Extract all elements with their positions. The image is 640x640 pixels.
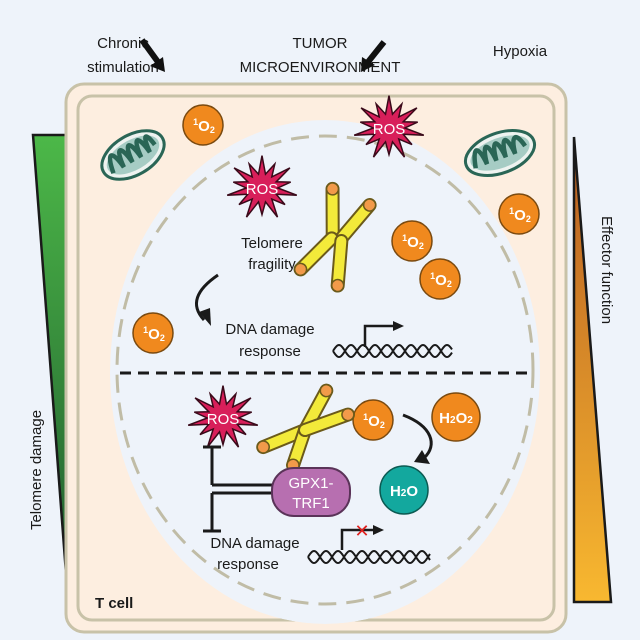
blocked-x-icon: ✕ (354, 521, 369, 542)
h2o-o: O (406, 483, 418, 500)
chromosome-icon (256, 383, 355, 473)
h2o-molecule: H2O (379, 465, 429, 515)
ros-star-icon (187, 385, 259, 448)
svg-text:H2O2: H2O2 (439, 410, 473, 427)
header: Chronic stimulation TUMOR MICROENVIRONME… (87, 35, 548, 76)
singlet-oxygen-molecule: 1O2 (498, 193, 540, 235)
telomere-damage-label: Telomere damage (28, 410, 45, 530)
o2-symbol: O (407, 234, 419, 251)
o2-subscript: 2 (380, 420, 385, 430)
ros-star-icon (226, 155, 298, 218)
singlet-oxygen-molecule: 1O2 (419, 258, 461, 300)
o2-superscript: 1 (509, 206, 514, 216)
t-cell-label: T cell (95, 595, 133, 612)
ros-label: ROS (207, 411, 240, 428)
h2o2-sub1: 2 (450, 415, 456, 426)
svg-text:1O2: 1O2 (363, 412, 385, 430)
effector-function-wedge: Effector function (572, 136, 615, 604)
o2-symbol: O (198, 118, 210, 135)
arrow-down-left-icon (361, 40, 387, 72)
o2-symbol: O (435, 272, 447, 289)
svg-text:1O2: 1O2 (143, 325, 165, 343)
chromosome-icon (293, 181, 377, 293)
ros-label: ROS (246, 181, 279, 198)
orange-wedge (572, 136, 613, 604)
singlet-oxygen-molecule: 1O2 (182, 104, 224, 146)
conversion-arrowhead-icon (414, 450, 430, 464)
singlet-oxygen-molecule: 1O2 (391, 220, 433, 262)
promoter-arrow-icon (363, 321, 404, 347)
tumor-microenvironment-label-line1: TUMOR (293, 35, 348, 52)
svg-text:H2O: H2O (390, 483, 418, 500)
ros-star-icon (353, 95, 425, 158)
svg-text:1O2: 1O2 (430, 271, 452, 289)
inhibition-lines (203, 445, 273, 533)
o2-superscript: 1 (363, 412, 368, 422)
o2-symbol: O (514, 207, 526, 224)
dna-helix-icon (332, 343, 453, 359)
ros-burst: ROS (353, 95, 425, 158)
o2-superscript: 1 (193, 117, 198, 127)
ros-burst: ROS (187, 385, 259, 448)
t-cell: T cell (64, 82, 568, 634)
arrow-down-right-icon (139, 38, 165, 72)
chronic-stimulation-label-line2: stimulation (87, 59, 159, 76)
o2-superscript: 1 (143, 325, 148, 335)
ros-label: ROS (373, 121, 406, 138)
trf1-label: TRF1 (292, 495, 330, 512)
ros-burst: ROS (226, 155, 298, 218)
h2o2-molecule: H2O2 (431, 392, 481, 442)
gpx1-label: GPX1- (288, 475, 333, 492)
svg-text:1O2: 1O2 (402, 233, 424, 251)
arrowhead-icon (199, 308, 211, 326)
dna-helix-icon (307, 549, 431, 565)
ddr-top-label-line2: response (239, 343, 301, 360)
ddr-top-label-line1: DNA damage (225, 321, 314, 338)
o2-subscript: 2 (526, 214, 531, 224)
singlet-oxygen-molecule: 1O2 (132, 312, 174, 354)
tumor-microenvironment-label-line2: MICROENVIRONMENT (240, 59, 401, 76)
conversion-arrow-icon (402, 413, 433, 460)
blocked-promoter-arrow-icon: ✕ (340, 521, 384, 550)
h2o2-o: O (456, 410, 468, 427)
h2o-h: H (390, 483, 401, 500)
singlet-oxygen-molecule: 1O2 (352, 399, 394, 441)
o2-superscript: 1 (430, 271, 435, 281)
o2-superscript: 1 (402, 233, 407, 243)
o2-subscript: 2 (419, 241, 424, 251)
o2-subscript: 2 (160, 333, 165, 343)
nucleus-envelope (115, 134, 535, 606)
telomere-fragility-label-line2: fragility (248, 256, 296, 273)
curved-arrow-icon (194, 273, 219, 322)
ddr-bottom-label-line2: response (217, 556, 279, 573)
h2o2-sub2: 2 (467, 415, 473, 426)
chronic-stimulation-label-line1: Chronic (97, 35, 149, 52)
o2-symbol: O (148, 326, 160, 343)
telomere-damage-wedge: Telomere damage (28, 133, 70, 601)
mitochondrion-icon (100, 129, 166, 181)
o2-subscript: 2 (447, 279, 452, 289)
svg-text:1O2: 1O2 (193, 117, 215, 135)
telomere-fragility-label-line1: Telomere (241, 235, 303, 252)
hypoxia-label: Hypoxia (493, 43, 548, 60)
svg-text:1O2: 1O2 (509, 206, 531, 224)
o2-symbol: O (368, 413, 380, 430)
ddr-bottom-label-line1: DNA damage (210, 535, 299, 552)
effector-function-label: Effector function (598, 216, 615, 324)
o2-subscript: 2 (210, 125, 215, 135)
h2o-sub: 2 (401, 488, 407, 499)
mitochondrion-icon (463, 129, 537, 177)
gpx1-trf1-complex: GPX1- TRF1 (271, 467, 351, 517)
h2o2-h: H (439, 410, 450, 427)
